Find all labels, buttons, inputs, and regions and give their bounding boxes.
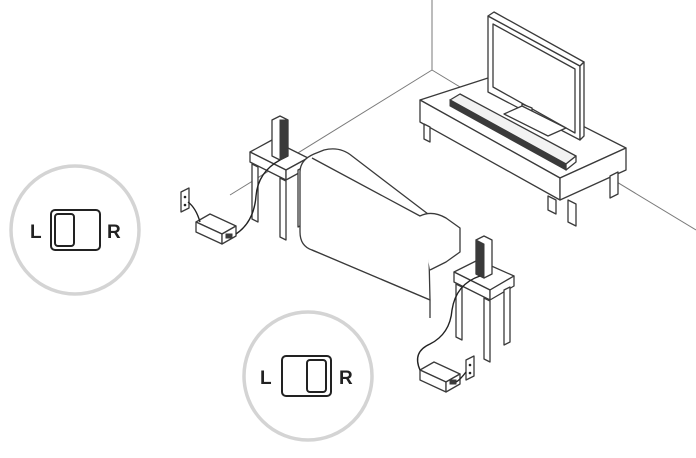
badge-left-label: L [260,368,272,389]
badge-left-label: L [30,222,42,243]
right-speaker-switch-badge: L R [242,310,374,442]
badge-right-label: R [107,222,121,243]
left-speaker-switch-badge: L R [9,164,141,296]
left-wall-outlet [180,187,190,213]
lr-switch-knob [54,213,75,247]
right-power-adapter [419,361,461,393]
right-rear-speaker [475,235,493,279]
right-side-table [453,259,515,363]
television [487,11,585,141]
right-wall-outlet [465,355,475,381]
left-power-adapter [195,213,237,245]
right-cables [416,275,481,383]
left-rear-speaker [271,115,289,161]
left-cables [187,159,281,235]
soundbar [449,93,577,171]
badge-right-label: R [339,368,353,389]
lr-switch-knob [306,359,327,393]
sofa [299,148,461,318]
